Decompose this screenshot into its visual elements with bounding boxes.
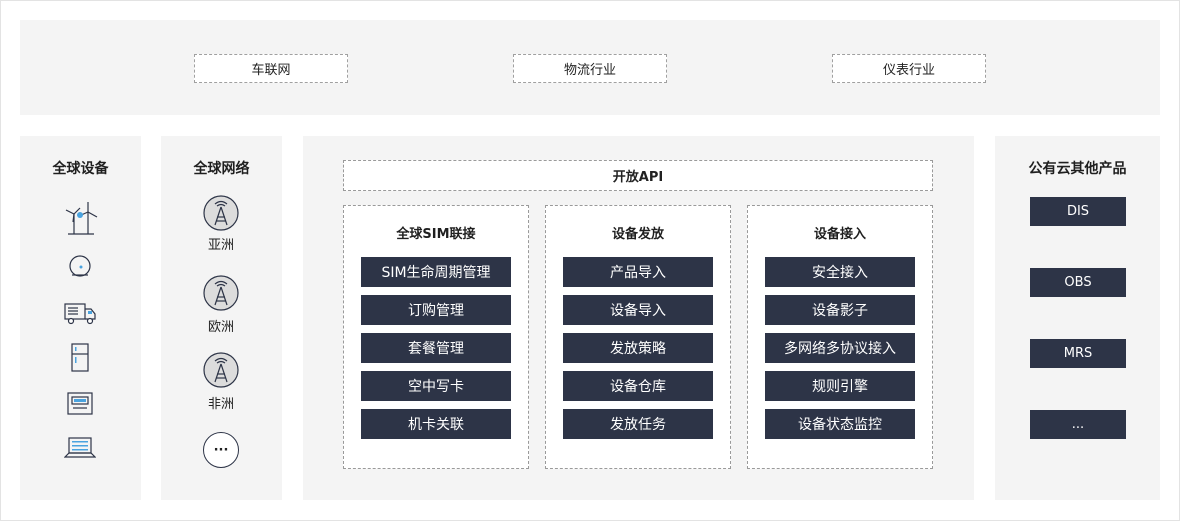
cloud-more-button: ...	[1030, 410, 1126, 439]
more-regions-label: ···	[213, 442, 229, 458]
provision-policy-button: 发放策略	[563, 333, 713, 363]
devices-panel	[20, 136, 141, 500]
module-device-access-title: 设备接入	[813, 227, 866, 242]
laptop-icon	[64, 437, 96, 458]
cloud-mrs-button: MRS	[1030, 339, 1126, 368]
industry-car-networking: 车联网	[194, 54, 348, 83]
cloud-panel	[995, 136, 1160, 500]
cell-tower-icon	[203, 352, 239, 388]
network-title: 全球网络	[193, 161, 250, 177]
smoke-detector-icon	[69, 255, 91, 277]
device-shadow-button: 设备影子	[765, 295, 915, 325]
cloud-dis-button: DIS	[1030, 197, 1126, 226]
devices-title: 全球设备	[52, 161, 109, 177]
provision-task-button: 发放任务	[563, 409, 713, 439]
region-africa: 非洲	[207, 397, 234, 412]
rule-engine-button: 规则引擎	[765, 371, 915, 401]
refrigerator-icon	[71, 343, 89, 372]
cell-tower-icon	[203, 195, 239, 231]
device-import-button: 设备导入	[563, 295, 713, 325]
industry-logistics: 物流行业	[513, 54, 667, 83]
open-api-title: 开放API	[612, 170, 664, 185]
industry-instrumentation: 仪表行业	[832, 54, 986, 83]
cell-tower-icon	[203, 275, 239, 311]
wind-turbine-icon	[65, 202, 98, 235]
delivery-truck-icon	[64, 303, 96, 325]
device-warehouse-button: 设备仓库	[563, 371, 713, 401]
product-import-button: 产品导入	[563, 257, 713, 287]
module-sim-connect-title: 全球SIM联接	[396, 227, 476, 242]
more-regions-circle: ···	[203, 432, 239, 468]
cloud-title: 公有云其他产品	[1028, 161, 1127, 177]
region-asia: 亚洲	[207, 238, 234, 253]
device-card-binding-button: 机卡关联	[361, 409, 511, 439]
device-monitor-button: 设备状态监控	[765, 409, 915, 439]
meter-icon	[67, 392, 93, 415]
cloud-obs-button: OBS	[1030, 268, 1126, 297]
sim-lifecycle-button: SIM生命周期管理	[361, 257, 511, 287]
region-europe: 欧洲	[207, 320, 234, 335]
open-api-bar: 开放API	[343, 160, 933, 191]
subscription-button: 订购管理	[361, 295, 511, 325]
ota-write-card-button: 空中写卡	[361, 371, 511, 401]
module-provisioning-title: 设备发放	[611, 227, 664, 242]
multi-protocol-button: 多网络多协议接入	[765, 333, 915, 363]
package-button: 套餐管理	[361, 333, 511, 363]
secure-access-button: 安全接入	[765, 257, 915, 287]
